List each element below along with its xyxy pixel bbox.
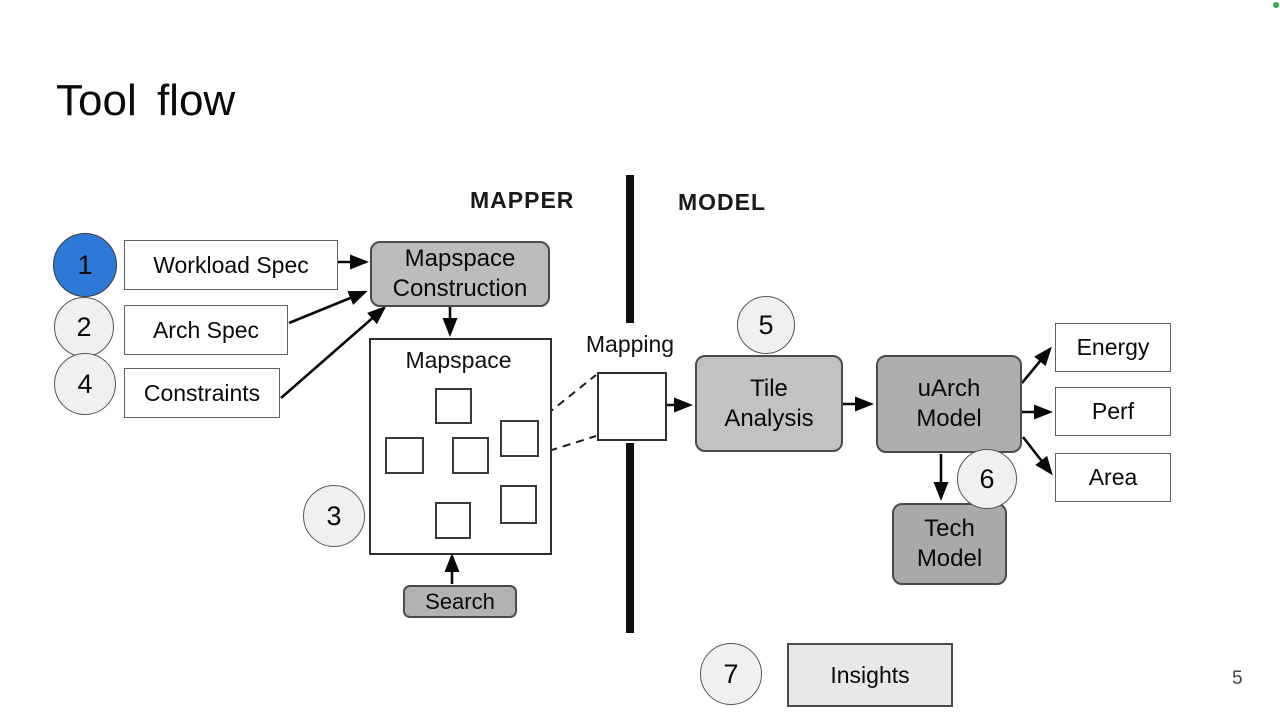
mapspace-construction-box: Mapspace Construction bbox=[370, 241, 550, 307]
perf-output-box: Perf bbox=[1055, 387, 1171, 436]
step-number: 7 bbox=[723, 658, 739, 689]
mapspace-point-square bbox=[452, 437, 489, 474]
step-badge-4: 4 bbox=[54, 353, 116, 415]
arrow-uarch-to-area bbox=[1021, 436, 1053, 476]
tile-analysis-box: Tile Analysis bbox=[695, 355, 843, 452]
mapper-section-label: MAPPER bbox=[470, 187, 575, 213]
green-dot-indicator bbox=[1273, 2, 1279, 8]
step-badge-5: 5 bbox=[737, 296, 795, 354]
model-section-label: MODEL bbox=[678, 189, 767, 215]
page-title: Tool flow bbox=[56, 76, 236, 125]
arrow-arch-to-construction bbox=[288, 290, 368, 325]
step-badge-7: 7 bbox=[700, 643, 762, 705]
workload-spec-box: Workload Spec bbox=[124, 240, 338, 290]
mapspace-point-square bbox=[435, 388, 472, 424]
arrow-uarch-to-energy bbox=[1020, 346, 1052, 384]
tech-model-box: Tech Model bbox=[892, 503, 1007, 585]
step-badge-3: 3 bbox=[303, 485, 365, 547]
uarch-model-box: uArch Model bbox=[876, 355, 1022, 453]
mapspace-point-square-selected bbox=[500, 420, 539, 457]
area-output-box: Area bbox=[1055, 453, 1171, 502]
step-number: 3 bbox=[326, 500, 342, 531]
mapspace-point-square bbox=[385, 437, 424, 474]
insights-box: Insights bbox=[787, 643, 953, 707]
page-number: 5 bbox=[1232, 668, 1243, 689]
step-number: 2 bbox=[76, 311, 92, 342]
step-number: 4 bbox=[77, 368, 93, 399]
energy-output-box: Energy bbox=[1055, 323, 1171, 372]
mapping-square bbox=[597, 372, 667, 441]
arch-spec-box: Arch Spec bbox=[124, 305, 288, 355]
mapspace-box-title: Mapspace bbox=[405, 347, 512, 373]
step-badge-1: 1 bbox=[53, 233, 117, 297]
search-box: Search bbox=[403, 585, 517, 618]
step-number: 6 bbox=[979, 463, 995, 494]
mapspace-point-square bbox=[435, 502, 471, 539]
step-number: 1 bbox=[77, 249, 93, 280]
constraints-box: Constraints bbox=[124, 368, 280, 418]
mapping-label: Mapping bbox=[585, 331, 675, 357]
mapspace-point-square bbox=[500, 485, 537, 524]
step-number: 5 bbox=[758, 309, 774, 340]
step-badge-2: 2 bbox=[54, 297, 114, 357]
step-badge-6: 6 bbox=[957, 449, 1017, 509]
